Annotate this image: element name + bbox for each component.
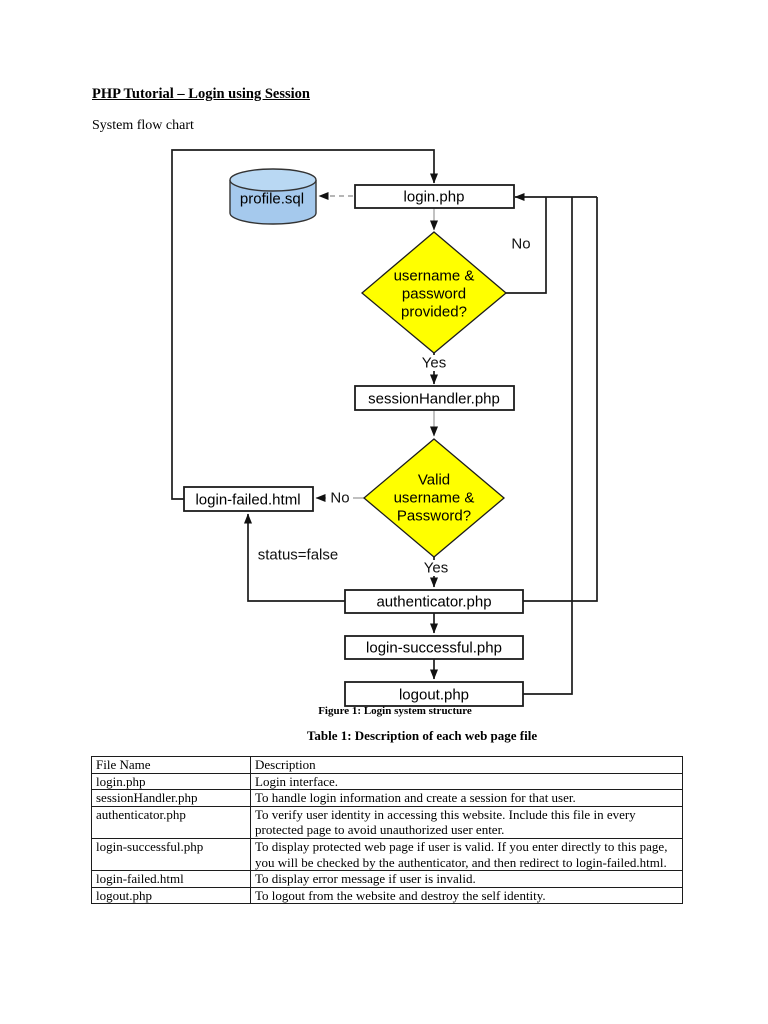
decision-valid-credentials: Valid username & Password?	[362, 438, 506, 558]
table-header-row: File Name Description	[91, 756, 683, 774]
cell-description: Login interface.	[250, 772, 683, 791]
cell-file-name: login-failed.html	[91, 870, 251, 888]
decision2-line1: Valid	[418, 472, 450, 489]
edge-login-failed-to-login	[171, 149, 438, 500]
node-login-failed: login-failed.html	[183, 486, 314, 512]
decision2-line2: username &	[394, 490, 475, 507]
label-no-2-bg	[326, 490, 353, 506]
cell-file-name: login.php	[91, 772, 251, 791]
page-title: PHP Tutorial – Login using Session	[92, 86, 310, 102]
node-login-successful-label: login-successful.php	[366, 640, 502, 657]
label-yes-2-bg	[421, 560, 451, 576]
cell-file-name: login-successful.php	[91, 837, 251, 872]
login-system-flowchart: profile.sql login.php sessionHandler.php…	[171, 149, 598, 707]
decision1-line2: password	[402, 286, 466, 303]
decision1-line3: provided?	[401, 304, 467, 321]
cell-description: To handle login information and create a…	[250, 789, 683, 807]
cell-file-name: logout.php	[91, 886, 251, 905]
label-yes-1: Yes	[422, 355, 446, 372]
header-description: Description	[250, 756, 683, 774]
table-row: sessionHandler.php To handle login infor…	[91, 789, 683, 807]
edge-status-false	[244, 513, 345, 602]
label-yes-2: Yes	[424, 560, 448, 577]
decision2-line3: Password?	[397, 508, 471, 525]
node-login-failed-label: login-failed.html	[195, 492, 300, 509]
database-label: profile.sql	[240, 191, 304, 208]
cell-file-name: sessionHandler.php	[91, 789, 251, 807]
database-profile-sql: profile.sql	[229, 168, 317, 225]
edge-authenticator-return	[523, 197, 598, 602]
decision-credentials-provided: username & password provided?	[360, 231, 508, 354]
table-row: login.php Login interface.	[91, 772, 683, 791]
node-login-php: login.php	[354, 184, 515, 209]
cell-description: To verify user identity in accessing thi…	[250, 805, 683, 839]
table-row: authenticator.php To verify user identit…	[91, 805, 683, 839]
node-session-handler: sessionHandler.php	[354, 385, 515, 411]
header-file-name: File Name	[91, 756, 251, 774]
edge-logout-return	[523, 197, 573, 695]
cell-file-name: authenticator.php	[91, 805, 251, 839]
table-row: logout.php To logout from the website an…	[91, 886, 683, 905]
database-cylinder-top	[229, 168, 317, 192]
label-no-2: No	[330, 490, 349, 507]
table-row: login-failed.html To display error messa…	[91, 870, 683, 888]
node-authenticator-label: authenticator.php	[376, 594, 491, 611]
node-logout-label: logout.php	[399, 687, 469, 704]
edge-decision1-no-return	[504, 197, 547, 294]
node-session-handler-label: sessionHandler.php	[368, 391, 500, 408]
table-row: login-successful.php To display protecte…	[91, 837, 683, 872]
database-cylinder-body	[229, 180, 317, 225]
table-caption: Table 1: Description of each web page fi…	[306, 728, 538, 743]
file-description-table: File Name Description login.php Login in…	[91, 756, 683, 905]
figure-caption: Figure 1: Login system structure	[318, 705, 472, 717]
node-login-php-label: login.php	[404, 189, 465, 206]
label-no-1: No	[511, 236, 530, 253]
flowchart-process-nodes: login.php sessionHandler.php login-faile…	[183, 184, 524, 707]
cell-description: To logout from the website and destroy t…	[250, 886, 683, 905]
subtitle: System flow chart	[92, 118, 194, 133]
flowchart-edge-labels: No Yes No status=false Yes	[258, 236, 531, 577]
label-yes-1-bg	[419, 355, 449, 371]
node-login-successful: login-successful.php	[344, 635, 524, 660]
flowchart-decision-nodes: username & password provided? Valid user…	[360, 231, 508, 558]
label-status-false: status=false	[258, 547, 338, 564]
node-logout: logout.php	[344, 681, 524, 707]
decision1-line1: username &	[394, 268, 475, 285]
cell-description: To display protected web page if user is…	[250, 837, 683, 872]
cell-description: To display error message if user is inva…	[250, 870, 683, 888]
node-authenticator: authenticator.php	[344, 589, 524, 614]
